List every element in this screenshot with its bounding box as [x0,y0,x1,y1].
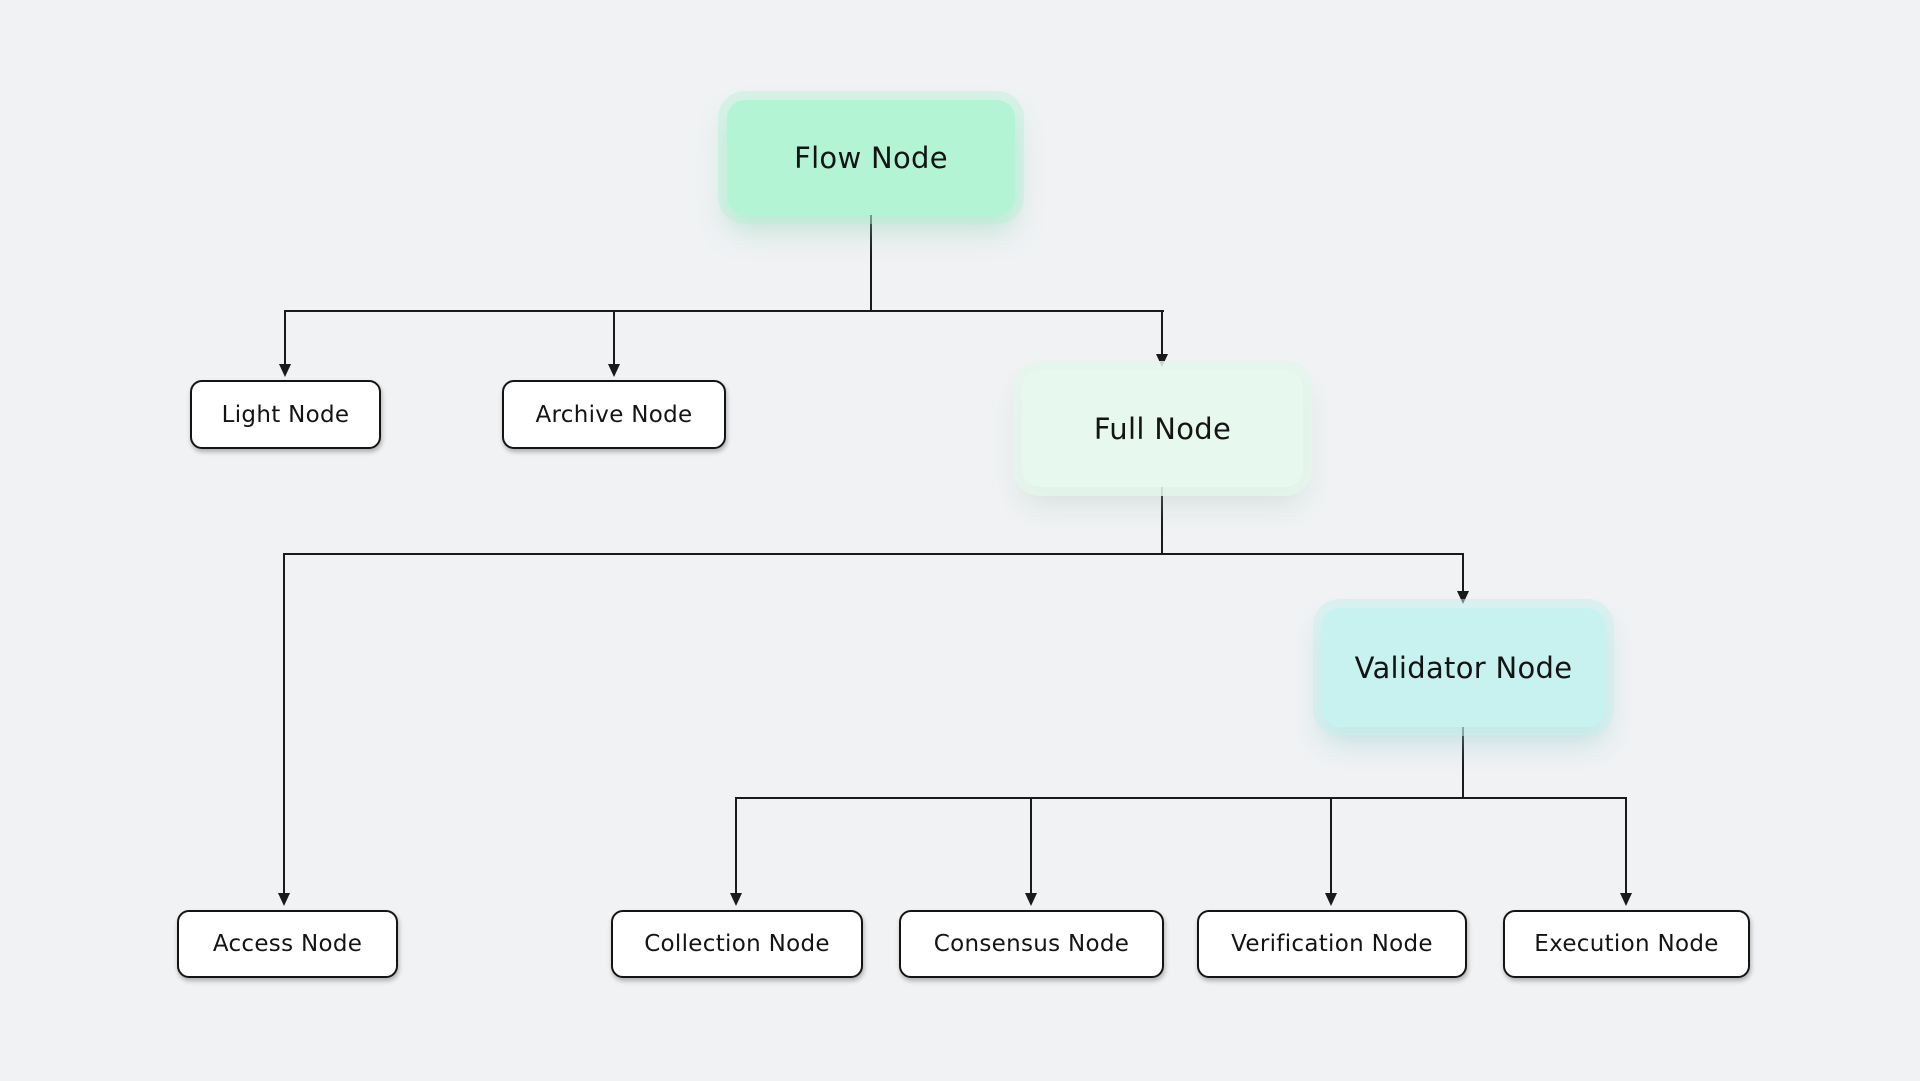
connector-to-collection [735,797,737,893]
arrowhead-icon [1156,354,1168,367]
node-collection-label: Collection Node [644,931,830,957]
node-verification: Verification Node [1197,910,1467,978]
arrowhead-icon [608,364,620,377]
connector-level3-bar [735,797,1627,799]
node-flow: Flow Node [727,100,1015,215]
connector-flow-down [870,215,872,311]
node-archive: Archive Node [502,380,726,449]
connector-to-archive [613,310,615,364]
connector-validator-down [1462,727,1464,797]
connector-to-light [284,310,286,364]
node-full: Full Node [1022,370,1303,487]
arrowhead-icon [1325,893,1337,906]
node-consensus-label: Consensus Node [933,931,1130,957]
node-access-label: Access Node [212,931,363,957]
node-validator: Validator Node [1322,608,1605,727]
connector-to-access [283,553,285,893]
node-execution: Execution Node [1503,910,1750,978]
connector-to-validator [1462,553,1464,591]
arrowhead-icon [278,893,290,906]
node-verification-label: Verification Node [1231,931,1433,957]
arrowhead-icon [1620,893,1632,906]
connector-to-full [1161,310,1163,354]
node-full-label: Full Node [1093,411,1232,446]
node-validator-label: Validator Node [1354,650,1573,685]
node-light: Light Node [190,380,381,449]
connector-level2-bar [283,553,1464,555]
node-archive-label: Archive Node [535,401,693,428]
node-consensus: Consensus Node [899,910,1164,978]
connector-level1-bar [284,310,1164,312]
arrowhead-icon [279,364,291,377]
connector-to-consensus [1030,797,1032,893]
arrowhead-icon [1457,591,1469,604]
connector-to-execution [1625,797,1627,893]
node-execution-label: Execution Node [1534,931,1719,957]
arrowhead-icon [1025,893,1037,906]
node-collection: Collection Node [611,910,863,978]
connector-full-down [1161,487,1163,553]
node-light-label: Light Node [221,401,350,428]
connector-to-verification [1330,797,1332,893]
arrowhead-icon [730,893,742,906]
node-flow-label: Flow Node [794,140,948,175]
node-access: Access Node [177,910,398,978]
